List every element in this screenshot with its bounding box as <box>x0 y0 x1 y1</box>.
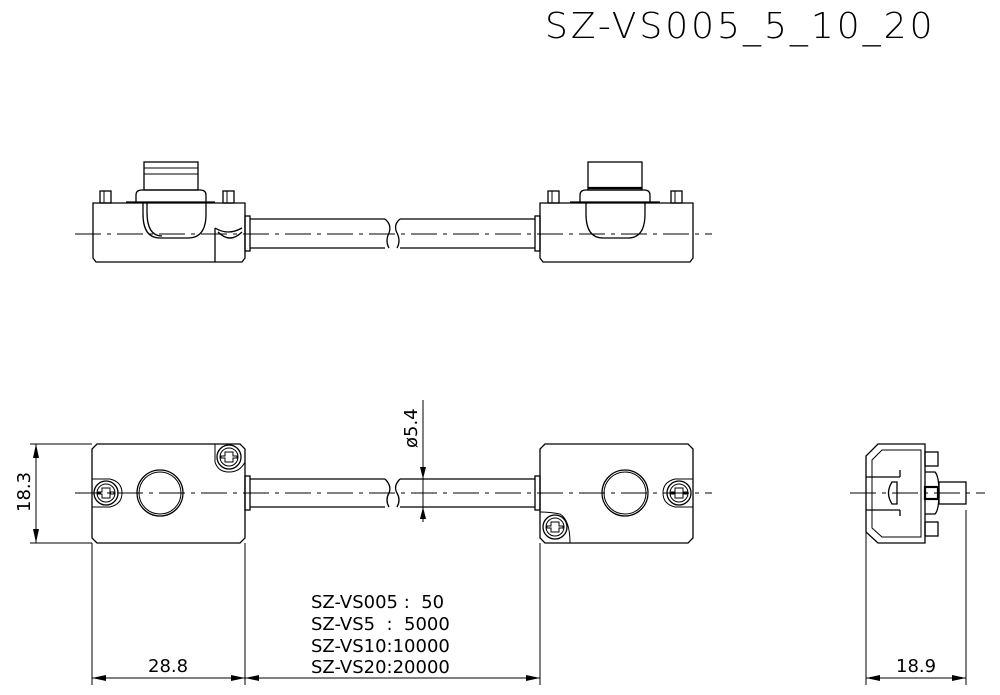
cable-length-table: SZ-VS005 : 50 SZ-VS5 : 5000 SZ-VS10:1000… <box>311 592 450 678</box>
dimension-width: 28.8 <box>91 543 541 685</box>
length-row-vs005: SZ-VS005 : 50 <box>311 592 444 613</box>
cable-diameter-label: ø5.4 <box>401 408 422 448</box>
length-row-vs5: SZ-VS5 : 5000 <box>311 614 450 635</box>
drawing-title: SZ-VS005_5_10_20 <box>545 6 935 47</box>
side-depth-label: 18.9 <box>896 656 936 677</box>
top-view <box>75 161 712 263</box>
dimension-side-depth: 18.9 <box>865 510 967 685</box>
dimension-cable-diameter: ø5.4 <box>401 400 426 522</box>
connector-width-label: 28.8 <box>148 656 188 677</box>
front-view <box>75 443 712 544</box>
side-view <box>850 443 985 544</box>
dimension-height: 18.3 <box>14 443 92 544</box>
height-label: 18.3 <box>14 472 35 512</box>
length-row-vs20: SZ-VS20:20000 <box>311 657 450 678</box>
length-row-vs10: SZ-VS10:10000 <box>311 636 450 657</box>
